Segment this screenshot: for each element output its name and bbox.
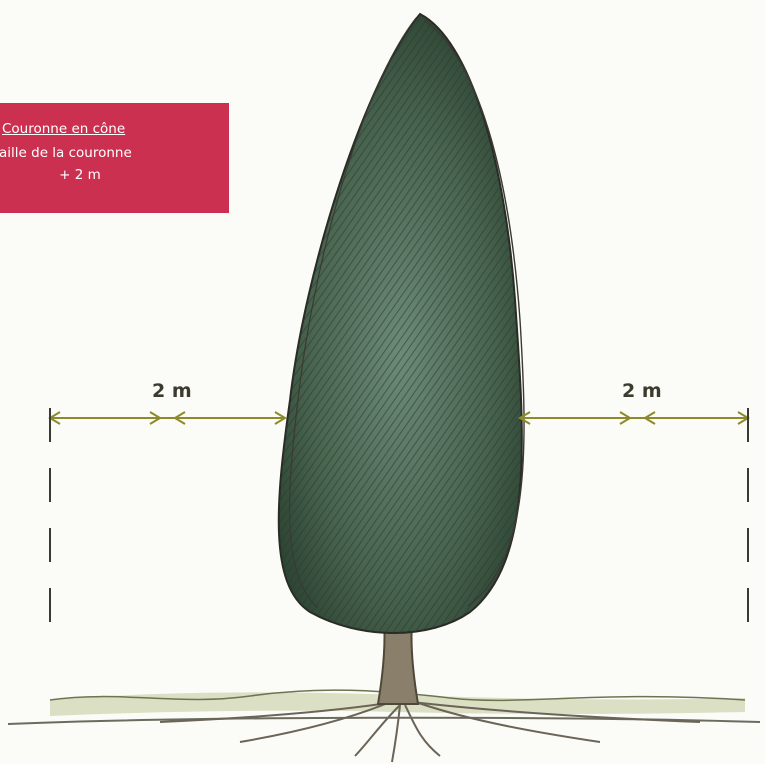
- caption-box: Couronne en cône aille de la couronne + …: [0, 103, 229, 213]
- caption-title: Couronne en cône: [2, 119, 125, 140]
- dimension-label-right: 2 m: [622, 380, 662, 402]
- caption-line-2: aille de la couronne: [0, 143, 132, 164]
- dimension-label-left: 2 m: [152, 380, 192, 402]
- crown: [279, 14, 524, 633]
- trunk: [378, 622, 418, 704]
- caption-line-3: + 2 m: [0, 165, 160, 186]
